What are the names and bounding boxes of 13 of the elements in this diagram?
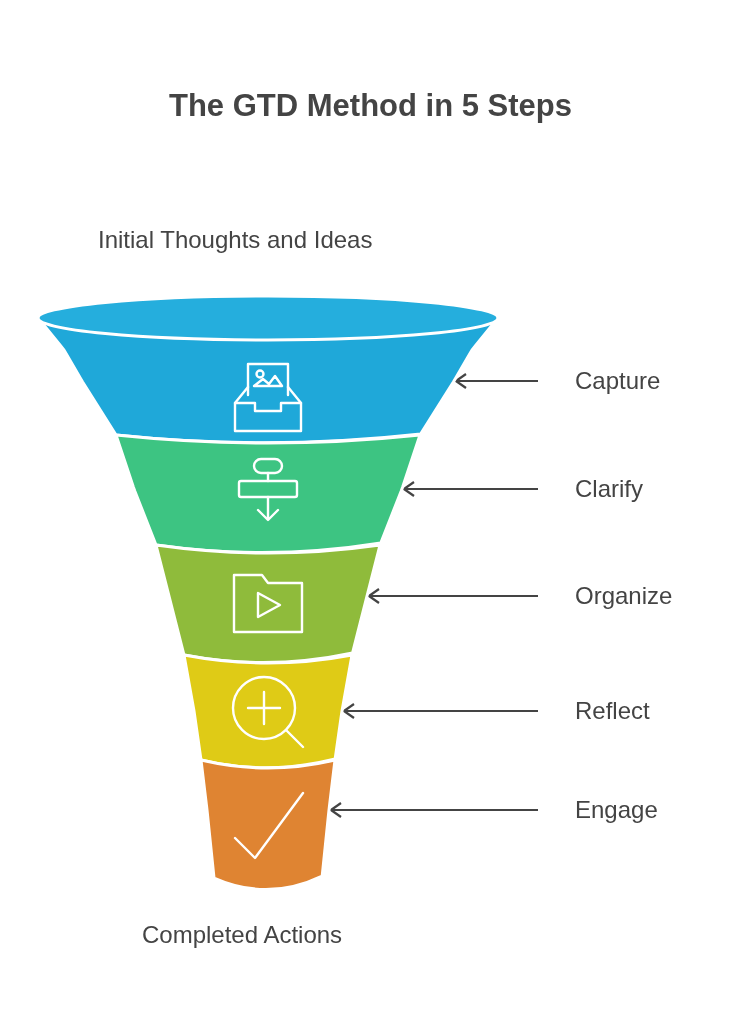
step-label: Capture <box>575 366 661 396</box>
step-label: Engage <box>575 795 658 825</box>
step-label: Reflect <box>575 696 650 726</box>
step-label: Clarify <box>575 474 643 504</box>
arrow <box>367 587 538 605</box>
output-label: Completed Actions <box>142 920 343 950</box>
step-label: Organize <box>575 581 673 611</box>
arrow <box>329 801 538 819</box>
arrow <box>454 372 538 390</box>
arrow <box>342 702 538 720</box>
title: The GTD Method in 5 Steps <box>168 88 573 124</box>
arrow <box>402 480 538 498</box>
input-label: Initial Thoughts and Ideas <box>98 225 373 255</box>
